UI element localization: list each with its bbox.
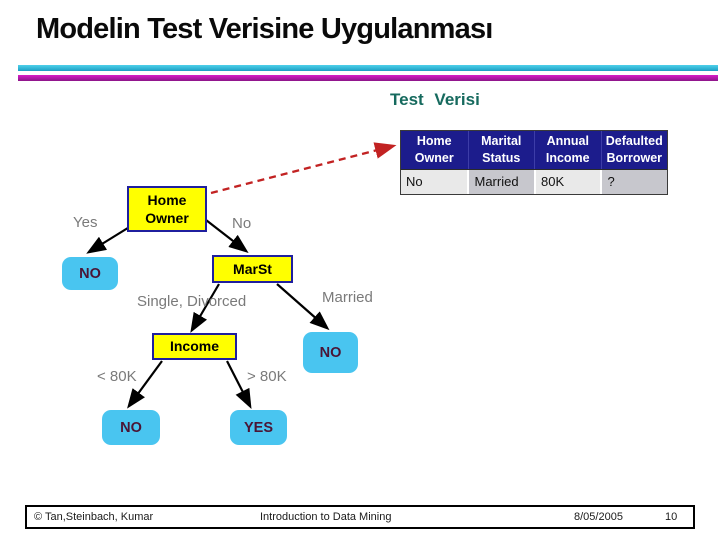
tree-leaf-no-home-yes: NO (62, 257, 118, 290)
tree-leaf-yes-income-high: YES (230, 410, 287, 445)
accent-bar-cyan (18, 65, 718, 71)
tree-node-marst: MarSt (212, 255, 293, 283)
edge-marst-married (276, 283, 330, 331)
cell-defaulted-borrower: ? (600, 170, 667, 194)
edge-label-yes: Yes (73, 214, 98, 231)
cell-home-owner: No (401, 170, 468, 194)
edge-label-lt80k: < 80K (97, 368, 137, 385)
footer-date: 8/05/2005 (574, 511, 623, 523)
test-data-table: Home Owner Marital Status Annual Income … (400, 130, 668, 195)
header-marital-status: Marital Status (467, 131, 535, 169)
header-annual-income: Annual Income (534, 131, 601, 169)
accent-bar-magenta (18, 75, 718, 81)
slide-footer: © Tan,Steinbach, Kumar Introduction to D… (25, 505, 695, 529)
table-header-row: Home Owner Marital Status Annual Income … (401, 131, 667, 169)
tree-node-income: Income (152, 333, 237, 360)
table-data-row: No Married 80K ? (401, 169, 667, 194)
cell-annual-income: 80K (533, 170, 601, 194)
tree-node-home-owner: Home Owner (127, 186, 207, 232)
tree-leaf-no-married: NO (303, 332, 358, 373)
tree-leaf-no-income-low: NO (102, 410, 160, 445)
footer-book-title: Introduction to Data Mining (260, 511, 392, 523)
edge-label-married: Married (322, 289, 373, 306)
slide-title: Modelin Test Verisine Uygulanması (36, 13, 493, 45)
header-home-owner: Home Owner (414, 134, 454, 165)
edge-label-gt80k: > 80K (247, 368, 287, 385)
edge-label-no: No (232, 215, 252, 232)
record-pointer-dashed-arrow (210, 142, 397, 195)
footer-copyright: © Tan,Steinbach, Kumar (34, 511, 154, 523)
footer-page-number: 10 (665, 511, 678, 523)
header-defaulted-borrower: Defaulted Borrower (600, 131, 668, 169)
cell-marital-status: Married (467, 170, 534, 194)
edge-label-single-divorced: Single, Divorced (137, 293, 247, 310)
test-data-caption: Test Verisi (390, 90, 480, 109)
